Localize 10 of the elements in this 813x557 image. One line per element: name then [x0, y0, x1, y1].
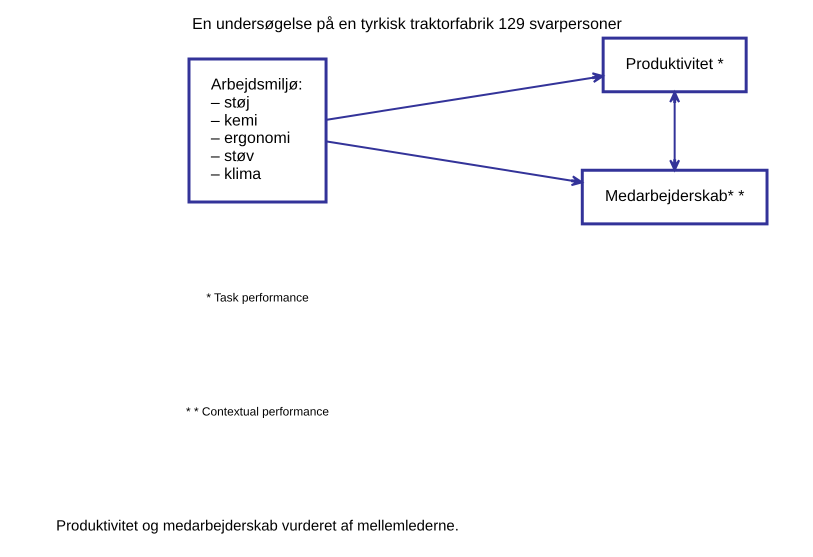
label: * * Contextual performance: [186, 404, 329, 419]
node-box: Produktivitet *: [601, 36, 748, 94]
label: * Task performance: [206, 290, 308, 304]
node-box: Arbejdsmiljø: – støj – kemi – ergonomi – støv – klima: [187, 58, 328, 204]
arrow: [325, 72, 604, 121]
arrow: [668, 91, 680, 172]
arrow: [325, 140, 583, 186]
caption: Produktivitet og medarbejderskab vurderet af mellemlederne.: [56, 518, 458, 534]
diagram-title: En undersøgelse på en tyrkisk traktorfabrik 129 svarpersoner: [192, 16, 622, 34]
node-box: Medarbejderskab* *: [580, 168, 768, 226]
